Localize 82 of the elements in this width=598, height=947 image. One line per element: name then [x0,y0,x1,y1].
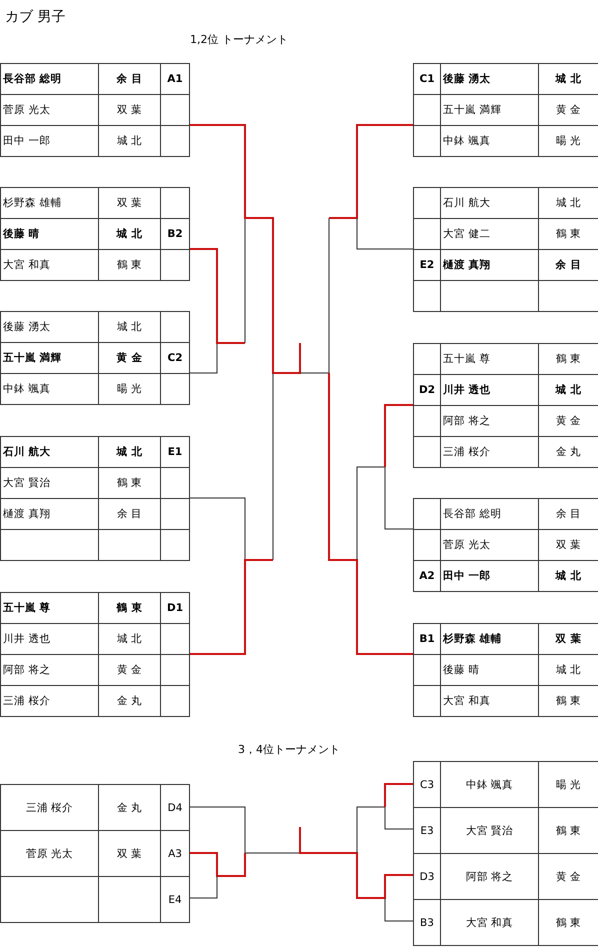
section-heading: 1,2位 トーナメント [190,32,288,47]
school-name: 金 丸 [98,784,160,830]
player-name: 田中 一郎 [440,560,538,592]
school-name: 双 葉 [98,94,160,126]
player-name: 大宮 賢治 [0,468,98,498]
seed-code: D4 [160,784,190,830]
school-name: 鶴 東 [538,344,598,374]
seed-code: C1 [414,64,440,94]
player-name: 後藤 湧太 [440,64,538,94]
player-name: 大宮 賢治 [440,808,538,854]
school-name: 鶴 東 [98,468,160,498]
section-heading: 3，4位トーナメント [238,742,340,757]
player-name: 川井 透也 [440,374,538,406]
player-name: 後藤 湧太 [0,312,98,342]
player-name: 樋渡 真翔 [0,498,98,530]
player-name: 五十嵐 尊 [440,344,538,374]
player-name: 長谷部 総明 [440,498,538,530]
player-name: 大宮 和真 [0,250,98,280]
school-name: 余 目 [538,498,598,530]
player-name: 杉野森 雄輔 [0,188,98,218]
seed-code: E2 [414,250,440,280]
player-name: 後藤 晴 [440,654,538,686]
school-name: 金 丸 [98,686,160,716]
seed-code: D2 [414,374,440,406]
player-name: 中鉢 颯真 [0,374,98,404]
seed-code: B3 [414,900,440,946]
school-name: 双 葉 [98,188,160,218]
school-name: 余 目 [98,498,160,530]
school-name: 余 目 [98,64,160,94]
player-name: 中鉢 颯真 [440,762,538,808]
school-name: 黄 金 [98,654,160,686]
school-name: 城 北 [98,218,160,250]
player-name: 石川 航大 [0,436,98,468]
seed-code: E1 [160,436,190,468]
school-name: 暘 光 [98,374,160,404]
school-name: 鶴 東 [98,592,160,624]
player-name: 石川 航大 [440,188,538,218]
player-name: 阿部 将之 [0,654,98,686]
seed-code: B2 [160,218,190,250]
player-name: 川井 透也 [0,624,98,654]
player-name: 長谷部 総明 [0,64,98,94]
seed-code: C2 [160,342,190,374]
player-name: 中鉢 颯真 [440,126,538,156]
player-name: 菅原 光太 [0,830,98,876]
seed-code: E3 [414,808,440,854]
player-name: 田中 一郎 [0,126,98,156]
seed-code: D3 [414,854,440,900]
player-name: 菅原 光太 [0,94,98,126]
player-name: 杉野森 雄輔 [440,624,538,654]
school-name: 双 葉 [538,624,598,654]
player-name: 五十嵐 満輝 [0,342,98,374]
school-name: 暘 光 [538,762,598,808]
seed-code: A2 [414,560,440,592]
player-name: 三浦 桜介 [440,436,538,468]
seed-code: B1 [414,624,440,654]
school-name: 城 北 [538,188,598,218]
school-name: 城 北 [98,126,160,156]
seed-code: A1 [160,64,190,94]
school-name: 城 北 [98,312,160,342]
school-name: 黄 金 [98,342,160,374]
school-name: 城 北 [98,624,160,654]
player-name: 樋渡 真翔 [440,250,538,280]
school-name: 城 北 [538,64,598,94]
player-name: 阿部 将之 [440,854,538,900]
player-name: 五十嵐 尊 [0,592,98,624]
seed-code: E4 [160,876,190,922]
page-title: カブ 男子 [5,8,66,26]
seed-code: C3 [414,762,440,808]
player-name: 大宮 健二 [440,218,538,250]
player-name: 大宮 和真 [440,900,538,946]
player-name: 三浦 桜介 [0,686,98,716]
school-name: 城 北 [98,436,160,468]
player-name: 五十嵐 満輝 [440,94,538,126]
player-name: 大宮 和真 [440,686,538,716]
seed-code: D1 [160,592,190,624]
school-name: 双 葉 [98,830,160,876]
player-name: 後藤 晴 [0,218,98,250]
player-name: 阿部 将之 [440,406,538,436]
seed-code: A3 [160,830,190,876]
player-name: 菅原 光太 [440,530,538,560]
player-name: 三浦 桜介 [0,784,98,830]
school-name: 鶴 東 [98,250,160,280]
